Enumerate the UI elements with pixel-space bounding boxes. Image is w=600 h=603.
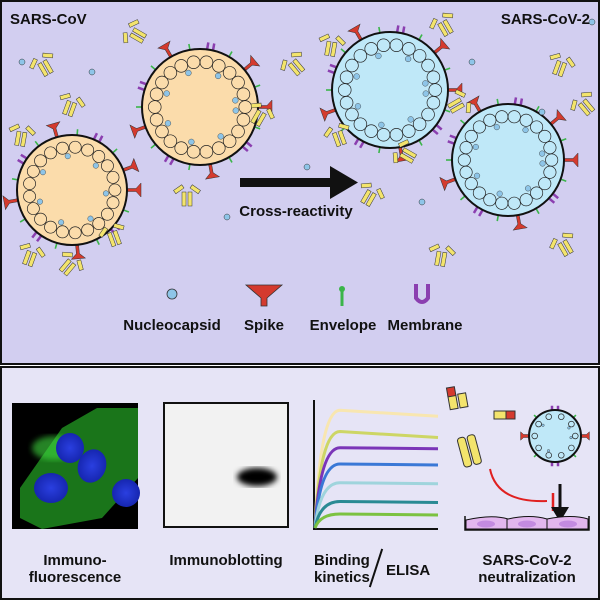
immunofluorescence-image [12,403,140,529]
membrane-protein [548,192,559,204]
membrane-icon [414,284,430,304]
sars-cov-2-virion [439,95,579,231]
binding-curve [313,481,439,529]
sars-cov-2-title: SARS-CoV-2 [501,11,590,28]
sars-cov-2-virion [319,23,463,163]
membrane-protein [163,155,175,166]
antibody [280,51,306,77]
sars-cov-2-virion-icon [520,405,590,467]
nucleocapsid-particle [18,58,26,66]
antibody [549,53,576,78]
membrane-protein [17,153,28,165]
sars-cov-title: SARS-CoV [10,11,87,28]
spike [126,182,142,198]
binding-curve [313,512,439,529]
legend: Nucleocapsid Spike Envelope Membrane [123,284,463,334]
envelope-protein [459,195,466,201]
nucleocapsid-particle [538,108,546,116]
membrane-protein [137,80,147,92]
envelope-protein [459,119,466,125]
envelope-protein [228,156,233,163]
membrane-protein [353,138,365,149]
legend-envelope-label: Envelope [310,317,377,334]
envelope-protein [560,178,567,182]
antibody [59,93,86,118]
antibody [8,123,36,147]
spike [520,431,530,441]
nucleocapsid-particle [303,163,311,171]
membrane-protein [92,132,104,143]
antibody [323,123,350,148]
antibody [173,184,201,207]
sars-cov-virion [2,121,142,260]
antibody [58,251,84,277]
cross-reactivity-arrow [240,166,358,199]
cross-reactivity-label: Cross-reactivity [239,203,353,220]
envelope-icon [339,286,345,306]
antibody [447,89,472,114]
envelope-protein [418,139,423,146]
assays-panel: Immuno-fluorescence Immunoblotting Bindi… [0,366,600,600]
immunofluorescence-label: Immuno-fluorescence [28,552,122,586]
spike-icon [244,284,284,307]
binding-curve [313,462,439,529]
sars-cov-virion [129,40,273,180]
antibody [29,52,54,77]
antibody [360,182,385,207]
virion [520,405,590,467]
membrane-protein [241,141,253,153]
legend-nucleocapsid-label: Nucleocapsid [123,317,221,334]
nucleocapsid-particle [418,198,426,206]
virus-illustration: SARS-CoV SARS-CoV-2 Cross-reactivity Nuc… [2,11,596,334]
membrane-protein [472,206,484,217]
antibody-icon [445,386,516,468]
legend-membrane-label: Membrane [387,317,462,334]
assay-illustrations [12,386,590,531]
binding-curve [313,408,439,529]
nucleocapsid-particle [588,18,596,26]
binding-kinetics-chart [313,400,439,530]
membrane-protein [447,134,457,145]
virus-cross-reactivity-panel: SARS-CoV SARS-CoV-2 Cross-reactivity Nuc… [0,0,600,365]
elisa-label: ELISA [386,562,431,579]
antibody [250,102,275,127]
antibody [318,33,346,57]
inhibition-line [489,468,548,503]
neutralization-diagram [445,386,590,531]
immunoblot-image [163,402,289,528]
membrane-protein [513,97,524,106]
antibody [428,243,456,267]
nucleocapsid-particle [223,213,231,221]
membrane-protein [327,63,337,75]
antibody [392,139,417,164]
spike [580,431,590,441]
cell-monolayer [464,516,590,531]
antibody [19,243,46,268]
antibody [98,223,125,248]
membrane-protein [31,231,43,243]
membrane-protein [431,124,443,136]
envelope-protein [560,138,567,142]
antibody [429,12,454,37]
spike [563,152,579,168]
nucleocapsid-particle [88,68,96,76]
membrane-protein [395,25,406,34]
envelope-protein [340,48,347,54]
antibody [549,232,574,257]
legend-spike-label: Spike [244,317,284,334]
nucleocapsid-particle [468,58,476,66]
nucleocapsid-icon [166,288,178,300]
membrane-protein [205,42,216,51]
antibody [122,19,147,44]
immunoblotting-label: Immunoblotting [169,552,283,569]
antibody [570,91,596,117]
